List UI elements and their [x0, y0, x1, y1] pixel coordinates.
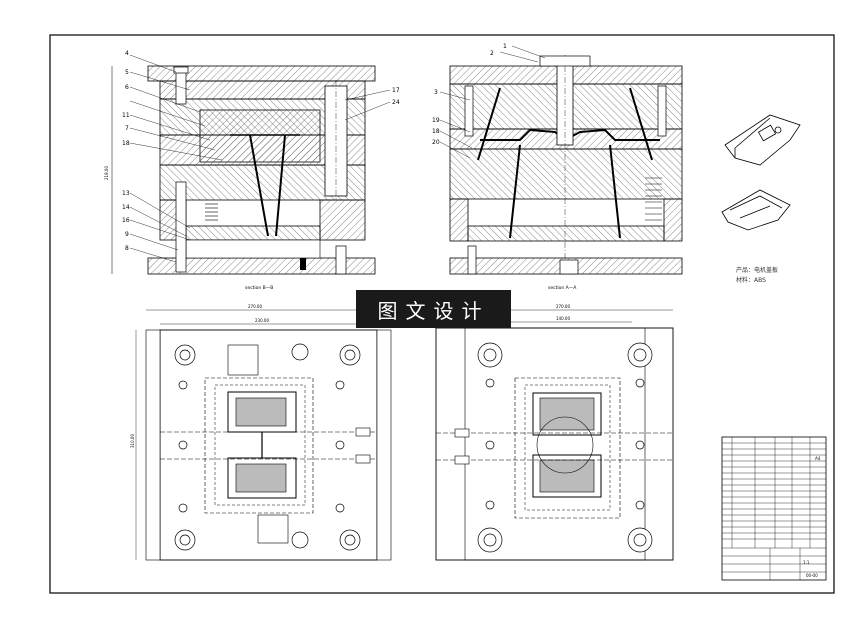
section-b-caption: section B—B: [245, 285, 273, 291]
plan-height-dimension: 310.00: [130, 434, 135, 448]
section-a-a-view: 2 1 3 19 18 20 section A—A: [432, 43, 683, 291]
callout-24: 24: [392, 99, 400, 106]
product-isometric-top: [724, 114, 801, 166]
product-name-note: 产品：电机盖板: [736, 266, 778, 274]
callout-7: 7: [125, 125, 129, 132]
right-inner-width: 140.00: [556, 316, 570, 321]
callout-2: 2: [490, 50, 494, 57]
callout-5: 5: [125, 69, 129, 76]
left-overall-width: 270.00: [248, 304, 262, 309]
callout-18: 18: [122, 140, 130, 147]
callout-16: 16: [122, 217, 130, 224]
callout-9: 9: [125, 231, 129, 238]
watermark-text: 图文设计: [377, 298, 490, 323]
plan-view-right: 270.00 140.00: [435, 304, 674, 561]
section-a-caption: section A—A: [548, 285, 577, 291]
plan-view-left: 270.00 230.00 310.00: [130, 304, 392, 561]
left-height-dimension: 218.00: [104, 166, 109, 180]
section-b-b-view: 218.00 4 5 6 11 7 18 13 14 16 9 8 17: [104, 50, 400, 291]
callout-18-right: 18: [432, 128, 440, 135]
right-overall-width: 270.00: [556, 304, 570, 309]
callout-19: 19: [432, 117, 440, 124]
product-isometric-bottom: [721, 189, 791, 231]
callout-3: 3: [434, 89, 438, 96]
title-block: 1:1 A4 00-00: [721, 436, 827, 581]
title-scale: 1:1: [803, 560, 810, 565]
callout-17: 17: [392, 87, 400, 94]
title-sheet-size: A4: [815, 456, 821, 461]
callout-4: 4: [125, 50, 129, 57]
material-note: 材料：ABS: [736, 276, 766, 284]
left-inner-width: 230.00: [255, 318, 269, 323]
title-drawing-number: 00-00: [806, 573, 818, 578]
sheet-border: [49, 34, 835, 594]
callout-1: 1: [503, 43, 507, 50]
callout-11: 11: [122, 112, 130, 119]
watermark-banner: 图文设计: [356, 290, 511, 328]
callout-14: 14: [122, 204, 130, 211]
callout-8: 8: [125, 245, 129, 252]
callout-20: 20: [432, 139, 440, 146]
callout-6: 6: [125, 84, 129, 91]
callout-13: 13: [122, 190, 130, 197]
